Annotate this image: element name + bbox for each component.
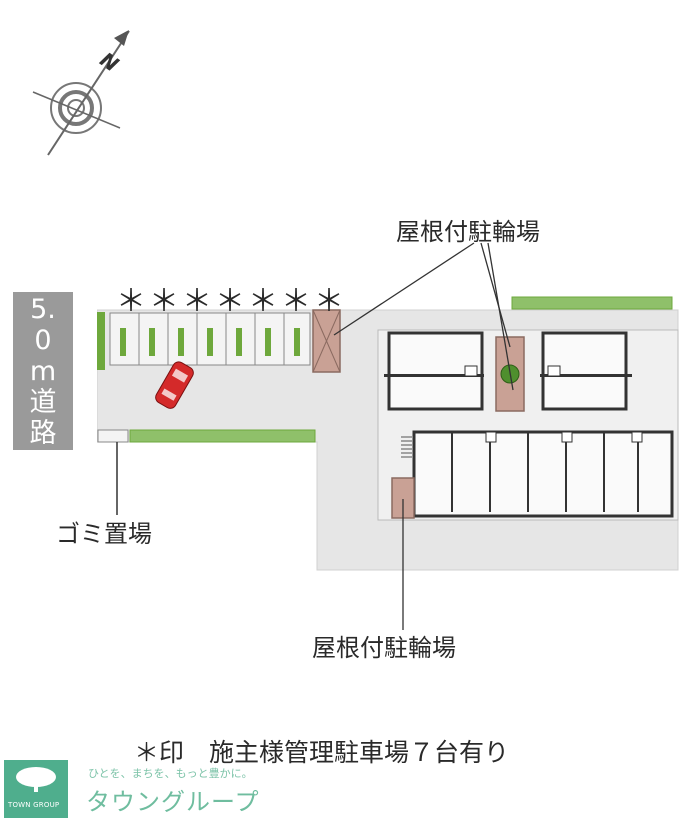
stairs-icon — [401, 436, 412, 458]
label-covered-bicycle-parking-top: 屋根付駐輪場 — [396, 218, 540, 246]
label-garbage-area: ゴミ置場 — [56, 520, 152, 548]
tree-logo-icon — [16, 767, 56, 792]
hedge-bottom — [130, 430, 315, 442]
car-icon — [155, 361, 194, 409]
brand-name: タウングループ — [86, 788, 260, 816]
legend-note: ＊印 施主様管理駐車場７台有り — [134, 738, 510, 767]
garbage-box — [97, 429, 129, 443]
parking-stalls — [97, 312, 311, 370]
reserved-parking-marks: ＊＊＊＊＊＊＊ — [116, 284, 347, 319]
label-covered-bicycle-parking-bottom: 屋根付駐輪場 — [312, 634, 456, 662]
road-label: 5.0m道路 — [13, 292, 73, 450]
leader-lines — [333, 242, 514, 630]
compass-icon — [32, 30, 130, 156]
building-main — [412, 430, 674, 518]
brand-slogan: ひとを、まちを、もっと豊かに。 — [88, 767, 253, 780]
hedge-top — [511, 296, 673, 310]
brand-logo-text: TOWN GROUP — [8, 801, 60, 809]
